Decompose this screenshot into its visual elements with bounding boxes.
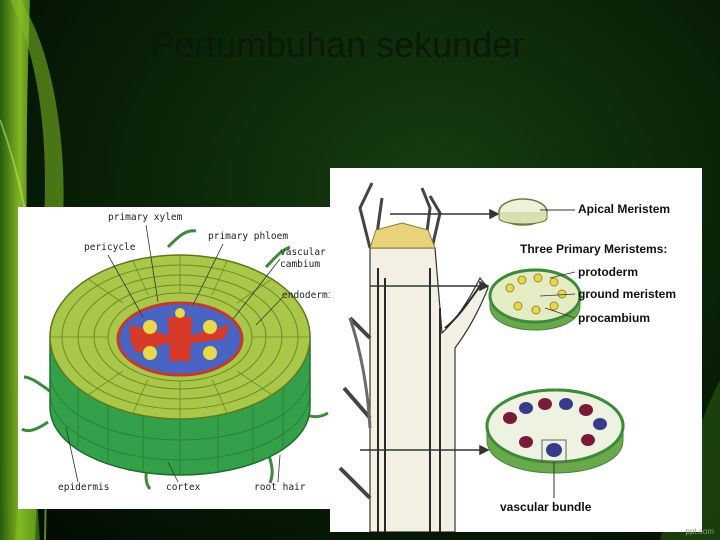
label-vascular-bundle: vascular bundle <box>500 500 591 514</box>
watermark: ppt.com <box>686 527 714 536</box>
label-procambium: procambium <box>578 311 650 325</box>
label-three-primary-meristems: Three Primary Meristems: <box>520 242 667 256</box>
label-cortex: cortex <box>166 482 200 493</box>
root-cross-section-panel: primary xylem pericycle primary phloem v… <box>18 207 332 509</box>
label-ground-meristem: ground meristem <box>578 287 676 301</box>
meristem-panel: Apical Meristem Three Primary Meristems:… <box>330 168 702 532</box>
label-root-hair: root hair <box>254 482 305 493</box>
label-pericycle: pericycle <box>84 242 135 253</box>
label-primary-phloem: primary phloem <box>208 231 288 242</box>
label-vascular-cambium-line2: cambium <box>280 259 320 270</box>
label-primary-xylem: primary xylem <box>108 212 182 223</box>
label-epidermis: epidermis <box>58 482 109 493</box>
label-protoderm: protoderm <box>578 265 638 279</box>
slide-title: Pertumbuhan sekunder <box>150 24 524 66</box>
shoot-meristem-illustration <box>330 168 702 532</box>
label-vascular-cambium-line1: vascular <box>280 247 326 258</box>
label-apical-meristem: Apical Meristem <box>578 202 670 216</box>
